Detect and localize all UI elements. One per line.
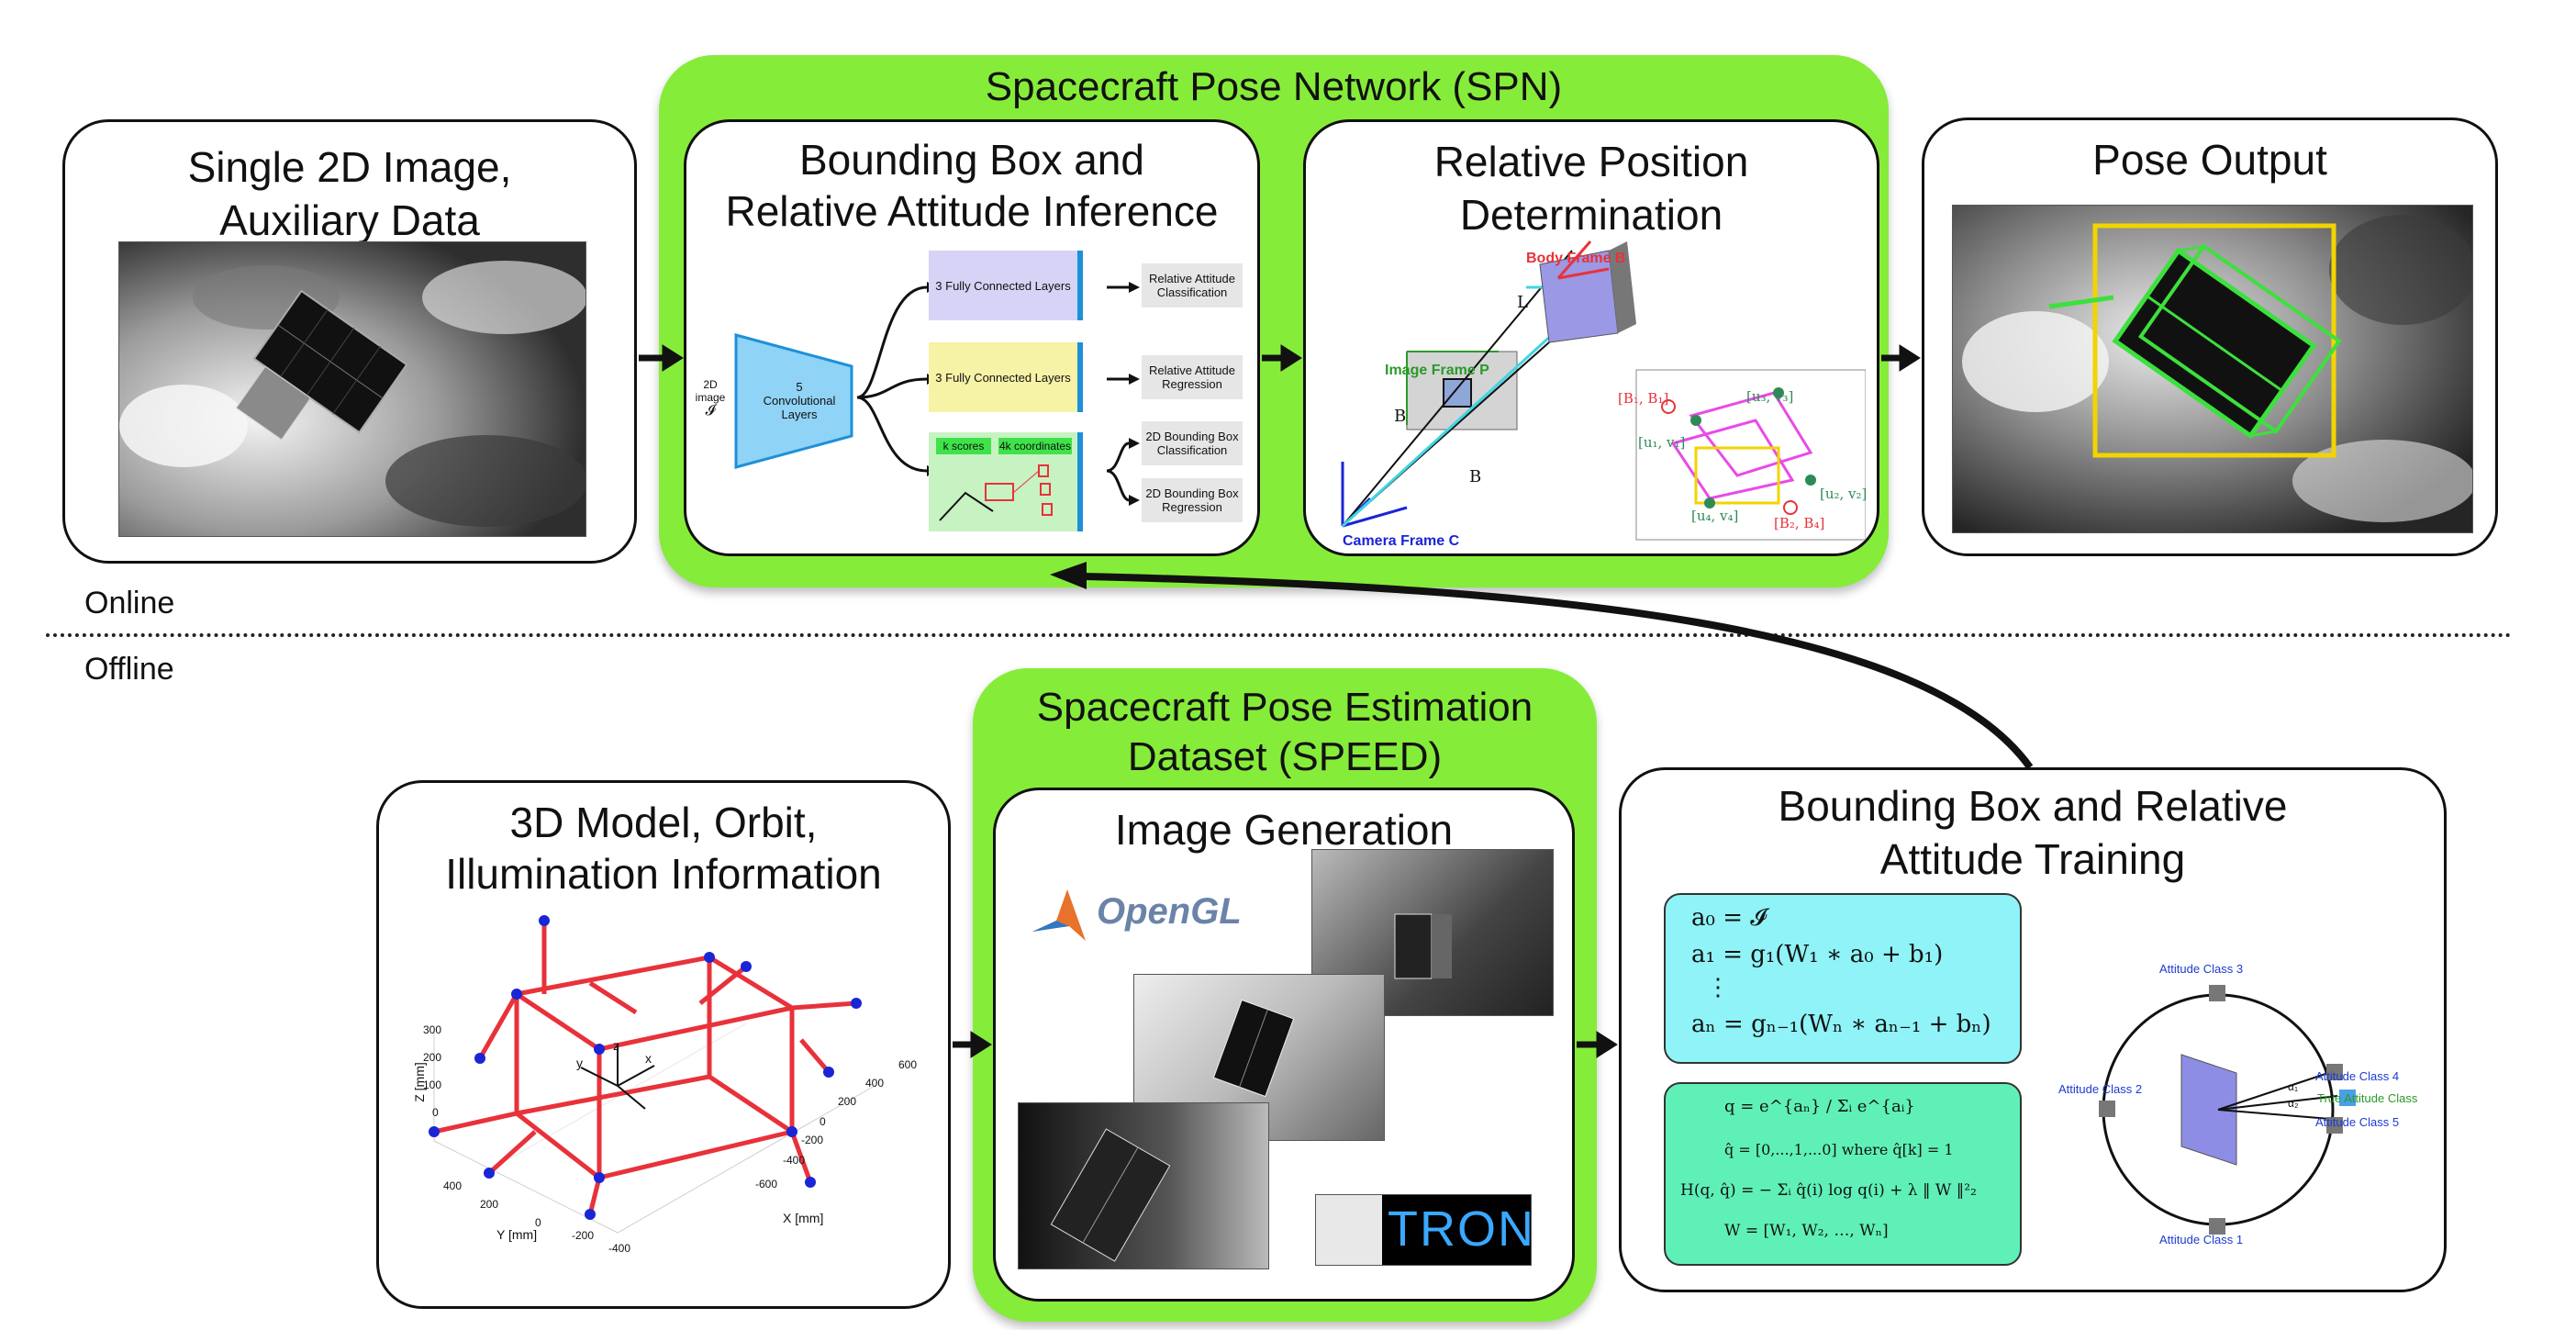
conv-layers-label: 5 Convolutional Layers bbox=[763, 379, 836, 421]
loss-equations: q = e^{aₙ} / Σᵢ e^{aᵢ} q̂ = [0,...,1,...… bbox=[1664, 1082, 2022, 1266]
x-tick-label: 600 bbox=[898, 1058, 918, 1071]
x-tick-label: 200 bbox=[838, 1095, 857, 1108]
u1v1-label: [u₁, v₁] bbox=[1638, 434, 1686, 451]
input-satellite-image bbox=[118, 241, 586, 537]
online-label: Online bbox=[84, 586, 175, 620]
alpha-1: α₁ bbox=[2288, 1080, 2298, 1093]
image-generation-title: Image Generation bbox=[1114, 806, 1454, 854]
y-tick-label: -400 bbox=[608, 1242, 631, 1255]
u4v4-label: [u₄, v₄] bbox=[1691, 508, 1739, 524]
axis-x: x bbox=[645, 1051, 652, 1066]
input-image-box: Single 2D Image, Auxiliary Data bbox=[62, 119, 637, 564]
attitude-class-2: Attitude Class 2 bbox=[2058, 1082, 2143, 1096]
attitude-class-3: Attitude Class 3 bbox=[2159, 962, 2244, 976]
model-title-1: 3D Model, Orbit, bbox=[509, 799, 818, 846]
position-title-1: Relative Position bbox=[1433, 138, 1749, 185]
position-title-2: Determination bbox=[1459, 191, 1723, 239]
out-attitude-regression: Relative Attitude Regression bbox=[1142, 355, 1243, 399]
fc-layers-2: 3 Fully Connected Layers bbox=[929, 342, 1083, 412]
z-tick-label: 100 bbox=[423, 1079, 442, 1091]
fc-layers-1: 3 Fully Connected Layers bbox=[929, 251, 1083, 320]
z-tick-label: 200 bbox=[423, 1051, 442, 1064]
k4-coords-label: 4k coordinates bbox=[998, 438, 1072, 454]
training-box: Bounding Box and Relative Attitude Train… bbox=[1619, 767, 2447, 1292]
k-scores-label: k scores bbox=[936, 438, 991, 454]
z-tick-label: 0 bbox=[432, 1106, 439, 1119]
attitude-class-5: Attitude Class 5 bbox=[2315, 1115, 2400, 1129]
speed-title-2: Dataset (SPEED) bbox=[1127, 734, 1443, 779]
training-title-1: Bounding Box and Relative bbox=[1778, 782, 2288, 830]
u2v2-label: [u₂, v₂] bbox=[1820, 486, 1868, 502]
x-tick-label: 0 bbox=[820, 1115, 826, 1128]
generated-image-1 bbox=[1311, 849, 1554, 1016]
u3v3-label: [u₃, v₃] bbox=[1746, 388, 1794, 405]
training-title-2: Attitude Training bbox=[1879, 835, 2186, 883]
axis-y: y bbox=[576, 1056, 583, 1070]
generated-image-3 bbox=[1018, 1102, 1269, 1269]
spn-title: Spacecraft Pose Network (SPN) bbox=[985, 64, 1563, 109]
y-axis-label: Y [mm] bbox=[496, 1227, 538, 1242]
bx-label: B bbox=[1469, 467, 1482, 486]
speed-title-1: Spacecraft Pose Estimation bbox=[1036, 685, 1533, 730]
anchor-sketch bbox=[939, 464, 1053, 521]
out-bbox-regression: 2D Bounding Box Regression bbox=[1142, 478, 1243, 522]
position-geometry bbox=[1341, 240, 1866, 541]
x-tick-label: -400 bbox=[783, 1154, 806, 1167]
online-offline-divider bbox=[46, 633, 2513, 637]
input-box-title-1: Single 2D Image, bbox=[187, 143, 512, 191]
b1b1-label: [B₁, B₁] bbox=[1618, 390, 1669, 407]
alpha-2: α₂ bbox=[2288, 1097, 2299, 1110]
attitude-class-diagram bbox=[2099, 985, 2356, 1235]
y-tick-label: 0 bbox=[535, 1216, 541, 1229]
camera-frame-label: Camera Frame C bbox=[1343, 533, 1460, 549]
lc-label: L bbox=[1517, 293, 1528, 312]
pose-output-title: Pose Output bbox=[2092, 136, 2327, 184]
x-tick-label: -200 bbox=[801, 1134, 824, 1146]
b2b4-label: [B₂, B₄] bbox=[1774, 515, 1825, 531]
y-tick-label: 200 bbox=[480, 1198, 499, 1211]
conv-layers-block bbox=[734, 333, 853, 469]
image-generation-box: Image Generation OpenGL TRON bbox=[993, 788, 1575, 1302]
true-attitude-class: True Attitude Class bbox=[2317, 1091, 2418, 1105]
axis-z: z bbox=[613, 1038, 619, 1053]
out-attitude-classification: Relative Attitude Classification bbox=[1142, 263, 1243, 307]
pose-output-box: Pose Output bbox=[1922, 117, 2498, 556]
out-bbox-classification: 2D Bounding Box Classification bbox=[1142, 421, 1243, 465]
x-axis-label: X [mm] bbox=[783, 1211, 824, 1225]
tron-logo: TRON bbox=[1315, 1194, 1533, 1266]
offline-label: Offline bbox=[84, 652, 174, 687]
attitude-class-1: Attitude Class 1 bbox=[2159, 1233, 2244, 1246]
model-title-2: Illumination Information bbox=[445, 850, 882, 898]
y-tick-label: 400 bbox=[443, 1179, 463, 1192]
matlab-logo-icon bbox=[1032, 889, 1086, 941]
y-tick-label: -200 bbox=[572, 1229, 595, 1242]
forward-equations: a₀ = 𝓘 a₁ = g₁(W₁ ∗ a₀ + b₁) ⋮ aₙ = gₙ₋₁… bbox=[1664, 893, 2022, 1064]
input-box-title-2: Auxiliary Data bbox=[219, 196, 480, 244]
spacecraft-model-plot bbox=[429, 915, 875, 1234]
x-tick-label: 400 bbox=[865, 1077, 885, 1090]
inference-box: Bounding Box and Relative Attitude Infer… bbox=[684, 119, 1260, 556]
attitude-class-4: Attitude Class 4 bbox=[2315, 1069, 2400, 1083]
x-tick-label: -600 bbox=[755, 1178, 778, 1190]
robot-arm-icon bbox=[1316, 1195, 1382, 1265]
model-box: 3D Model, Orbit, Illumination Informatio… bbox=[376, 780, 951, 1309]
by-label: B bbox=[1394, 407, 1407, 426]
body-frame-label: Body Frame B bbox=[1526, 251, 1626, 266]
position-box: Relative Position Determination bbox=[1303, 119, 1879, 556]
inference-title-1: Bounding Box and bbox=[799, 136, 1144, 184]
z-tick-label: 300 bbox=[423, 1023, 442, 1036]
opengl-logo: OpenGL bbox=[1097, 891, 1242, 932]
bbox-head: k scores 4k coordinates bbox=[929, 432, 1083, 531]
inference-title-2: Relative Attitude Inference bbox=[725, 187, 1219, 235]
pose-output-image bbox=[1952, 205, 2473, 533]
image-frame-label: Image Frame P bbox=[1385, 363, 1489, 378]
